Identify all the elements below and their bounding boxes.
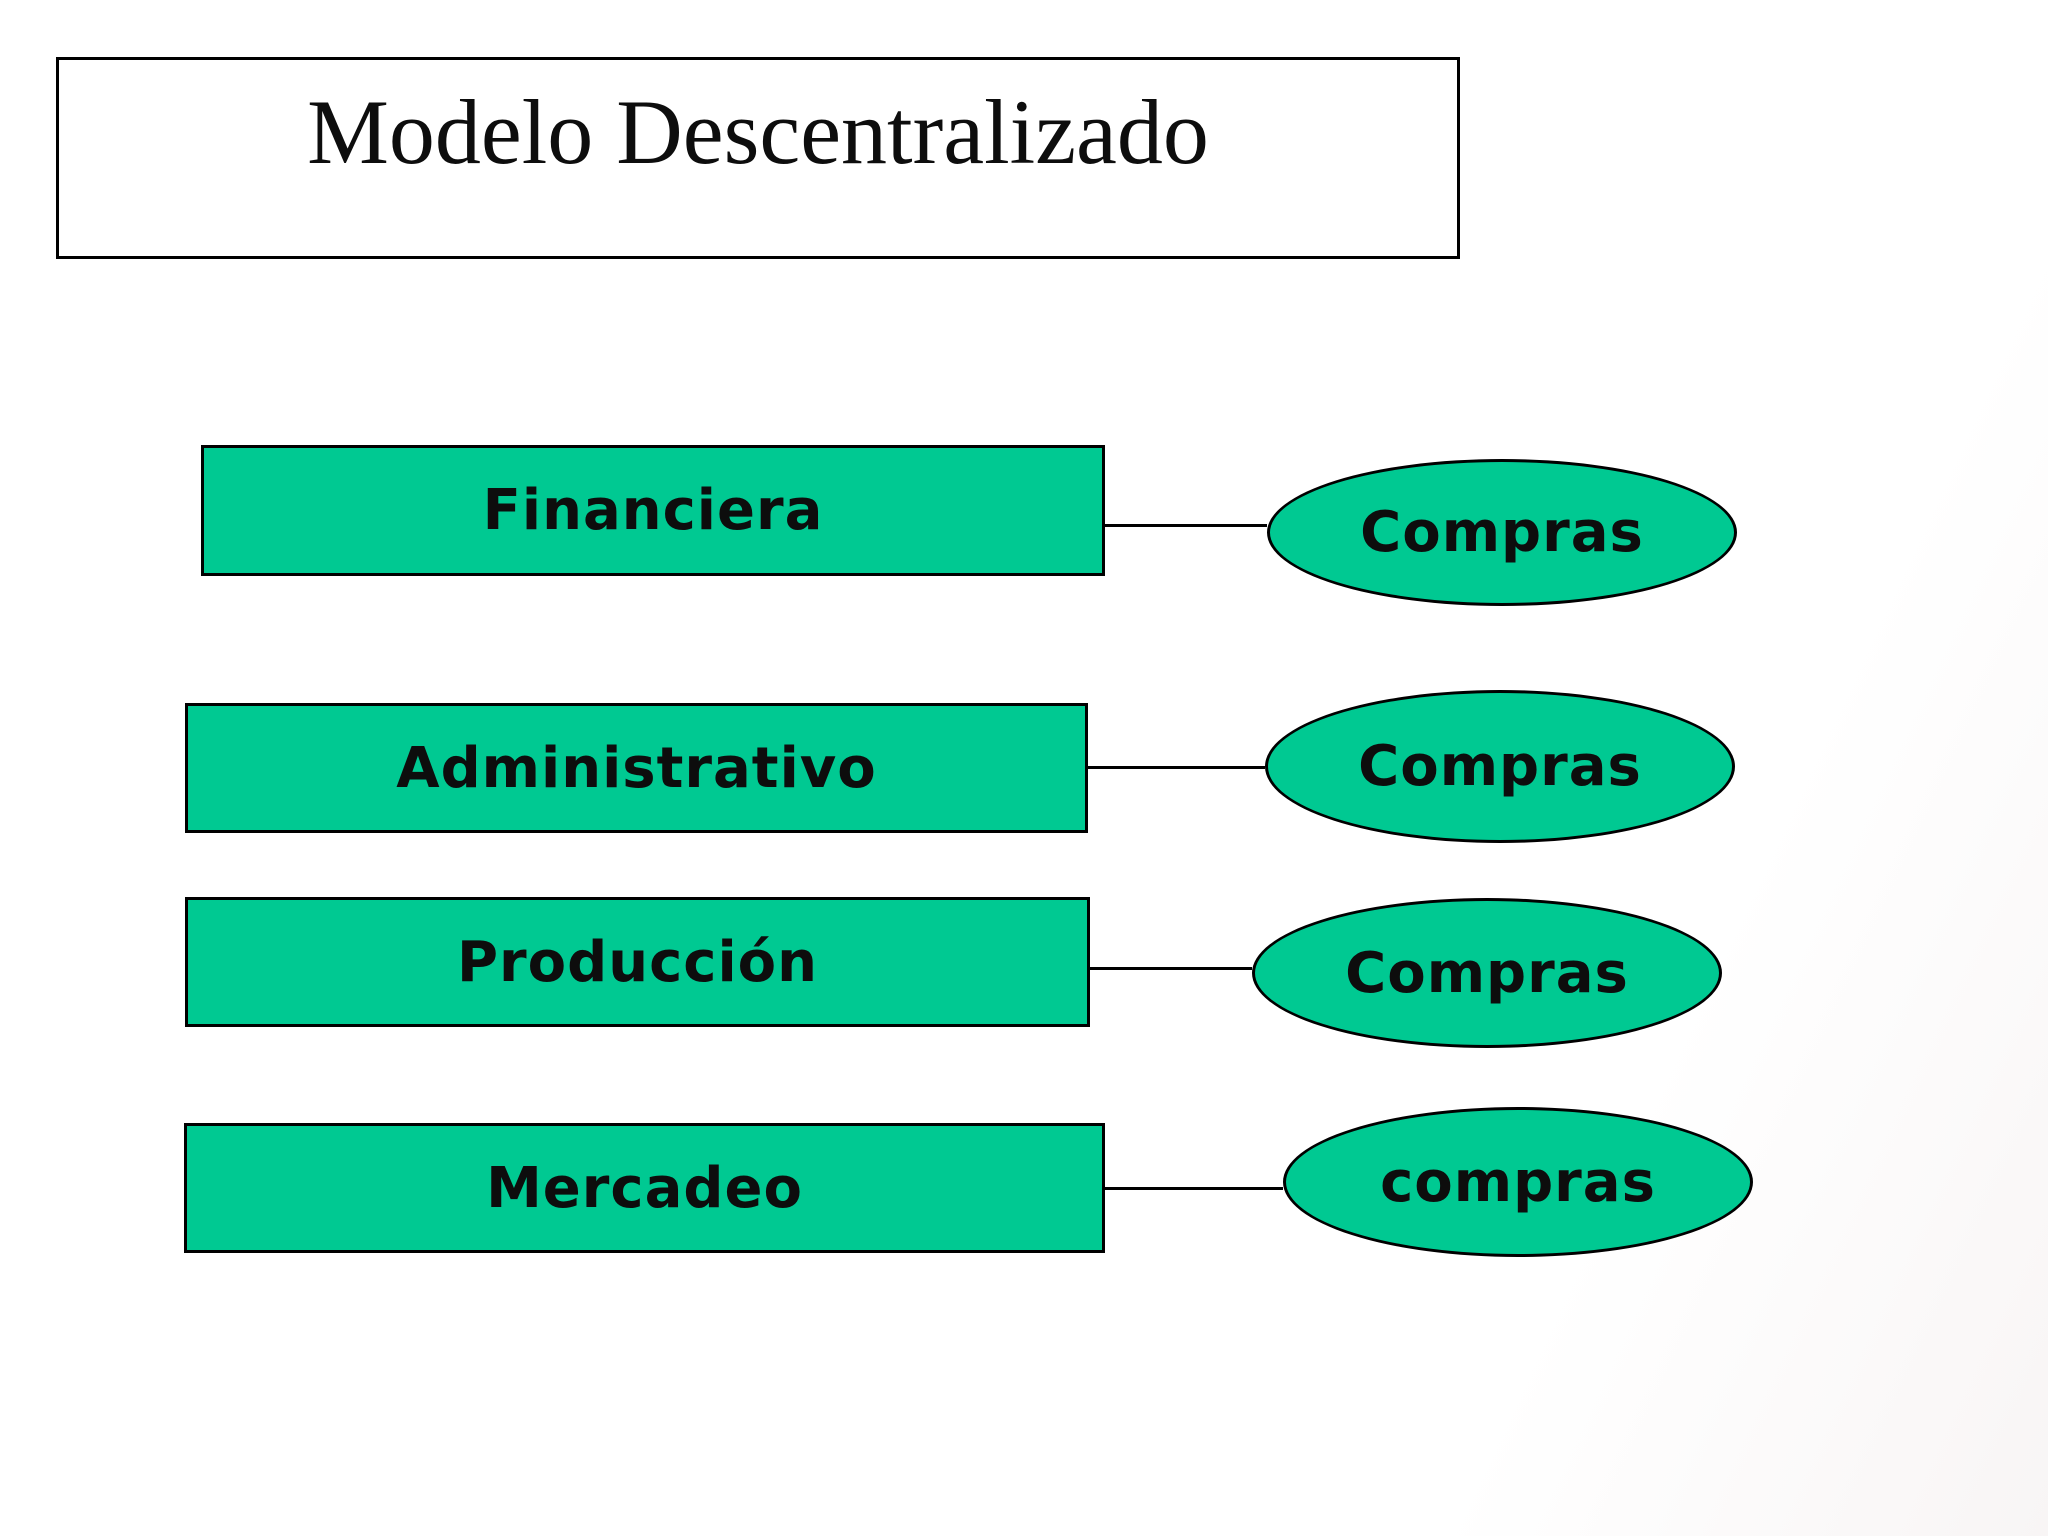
page-title: Modelo Descentralizado <box>307 81 1209 183</box>
purchasing-label-mercadeo: compras <box>1380 1149 1656 1215</box>
purchasing-ellipse-administrativo: Compras <box>1265 690 1735 843</box>
department-box-administrativo: Administrativo <box>185 703 1088 833</box>
purchasing-ellipse-produccion: Compras <box>1252 898 1722 1048</box>
purchasing-ellipse-mercadeo: compras <box>1283 1107 1753 1257</box>
department-label-administrativo: Administrativo <box>396 735 877 801</box>
department-label-financiera: Financiera <box>482 478 824 543</box>
department-box-financiera: Financiera <box>201 445 1105 576</box>
department-box-produccion: Producción <box>185 897 1090 1027</box>
department-label-mercadeo: Mercadeo <box>486 1155 803 1221</box>
purchasing-label-financiera: Compras <box>1360 500 1644 565</box>
title-box: Modelo Descentralizado <box>56 57 1460 259</box>
purchasing-ellipse-financiera: Compras <box>1267 459 1737 606</box>
connector-line-financiera <box>1105 524 1267 527</box>
department-box-mercadeo: Mercadeo <box>184 1123 1105 1253</box>
connector-line-administrativo <box>1088 766 1265 769</box>
connector-line-produccion <box>1090 967 1252 970</box>
purchasing-label-administrativo: Compras <box>1358 734 1642 799</box>
connector-line-mercadeo <box>1105 1187 1283 1190</box>
purchasing-label-produccion: Compras <box>1345 940 1629 1006</box>
department-label-produccion: Producción <box>456 929 818 995</box>
